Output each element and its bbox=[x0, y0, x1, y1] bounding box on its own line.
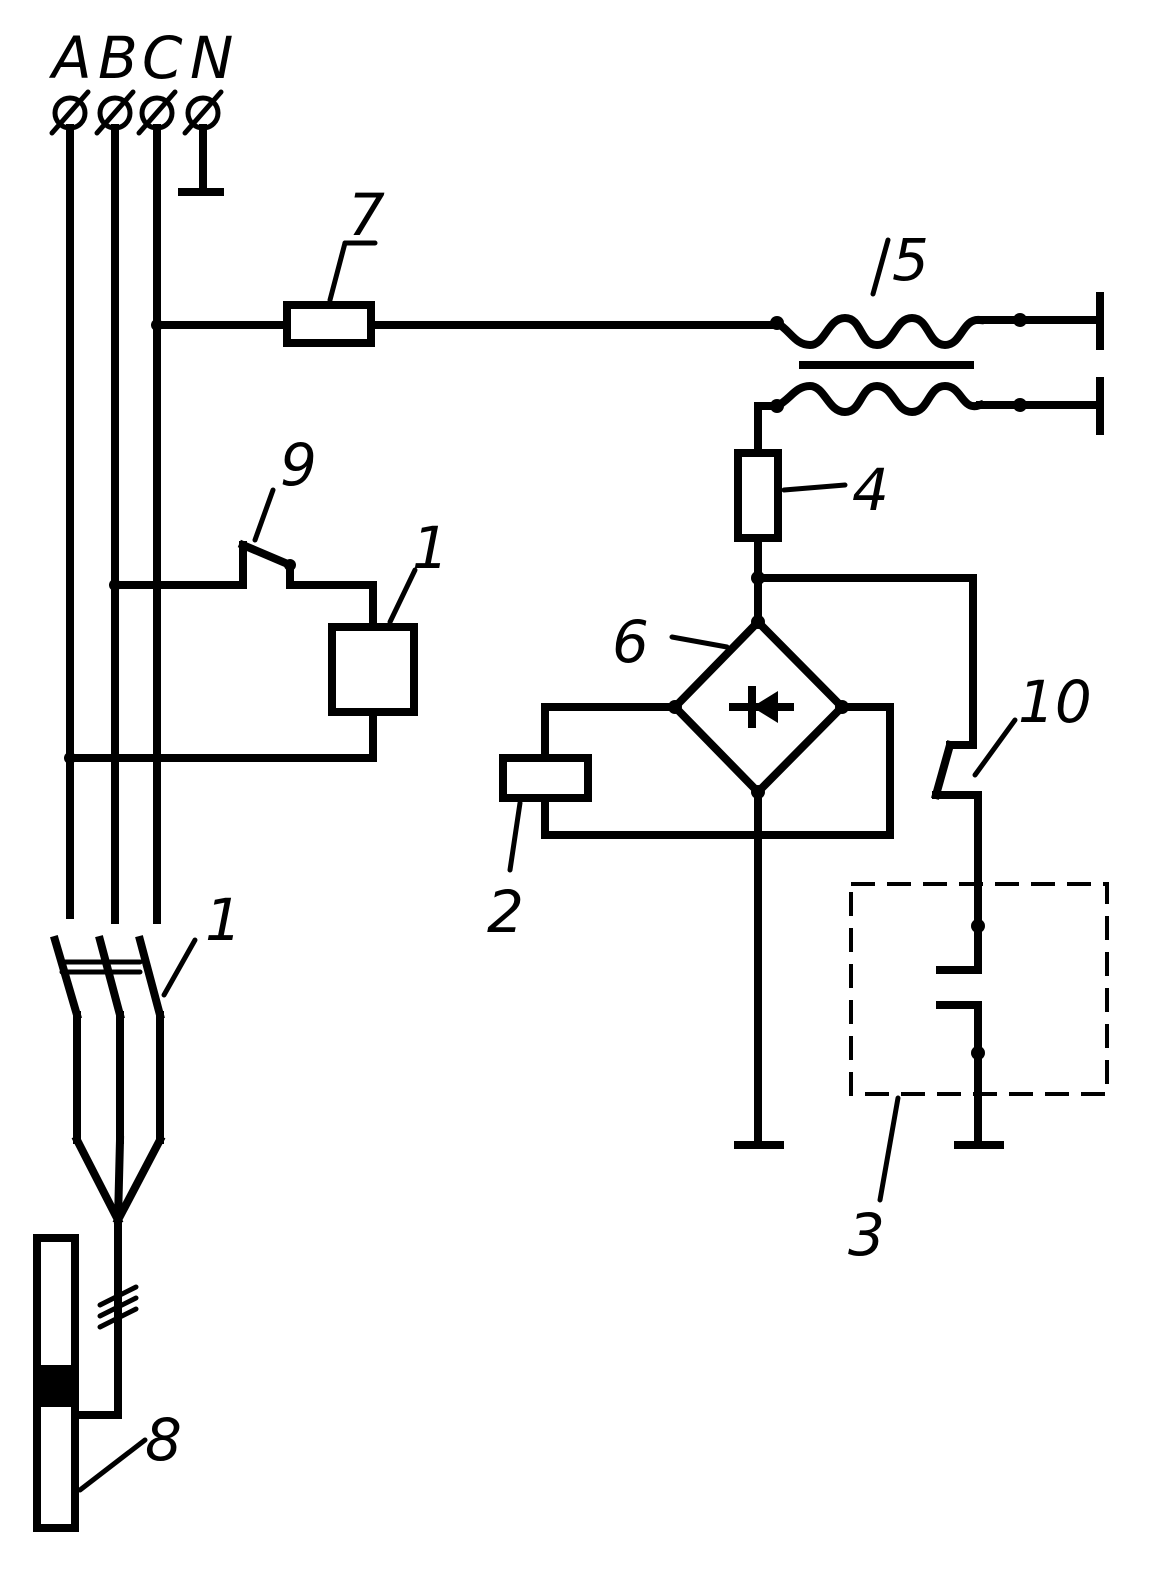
label-10: 10 bbox=[1018, 668, 1092, 736]
label-9: 9 bbox=[280, 431, 317, 499]
fuse-7-branch bbox=[151, 243, 775, 343]
label-1-coil: 1 bbox=[412, 514, 449, 582]
resistor-4 bbox=[738, 453, 778, 538]
label-7: 7 bbox=[348, 181, 385, 249]
heater-8 bbox=[37, 1238, 145, 1528]
terminal-label-b: B bbox=[98, 24, 138, 92]
label-2: 2 bbox=[487, 878, 524, 946]
label-8: 8 bbox=[145, 1406, 182, 1474]
heater-band bbox=[37, 1365, 75, 1407]
label-1-contactor: 1 bbox=[205, 886, 242, 954]
coil-1 bbox=[332, 627, 414, 712]
label-5: 5 bbox=[892, 226, 929, 294]
thermal-relay-9 bbox=[109, 490, 373, 627]
component-labels: 7 5 4 9 1 6 10 2 1 3 8 bbox=[145, 181, 1092, 1474]
transformer-5 bbox=[770, 240, 1100, 431]
bridge-rectifier-6 bbox=[668, 615, 849, 1145]
terminal-label-c: C bbox=[142, 24, 183, 92]
terminal-label-n: N bbox=[190, 24, 233, 92]
control-box-3 bbox=[851, 884, 1107, 1200]
label-6: 6 bbox=[612, 608, 649, 676]
terminal-label-a: A bbox=[48, 24, 92, 92]
terminal-labels: A B C N bbox=[48, 24, 233, 92]
terminals bbox=[52, 92, 221, 133]
label-4: 4 bbox=[852, 456, 889, 524]
fuse-7 bbox=[287, 305, 371, 343]
phase-lines bbox=[70, 128, 220, 920]
coil-2 bbox=[503, 758, 588, 798]
label-3: 3 bbox=[848, 1201, 885, 1269]
